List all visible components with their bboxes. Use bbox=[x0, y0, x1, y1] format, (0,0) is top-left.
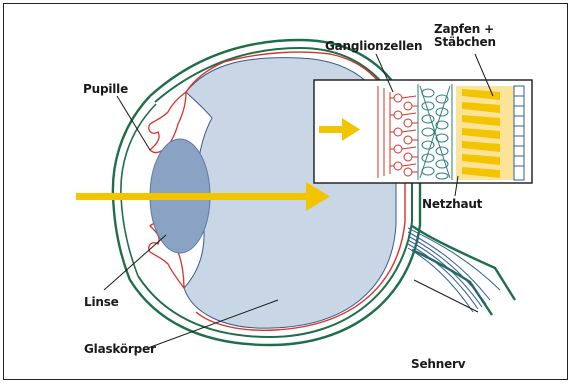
pointer-linse bbox=[104, 235, 166, 290]
label-sehnerv: Sehnerv bbox=[411, 358, 465, 371]
optic-nerve bbox=[408, 226, 515, 315]
label-glaskoerper: Glaskörper bbox=[84, 343, 156, 356]
label-pupille: Pupille bbox=[83, 83, 128, 96]
label-zapfen-line2: Stäbchen bbox=[434, 36, 496, 49]
label-zapfen: Zapfen + Stäbchen bbox=[434, 23, 496, 49]
label-linse: Linse bbox=[84, 296, 119, 309]
cornea bbox=[113, 96, 150, 280]
label-netzhaut: Netzhaut bbox=[422, 198, 482, 211]
photoreceptors bbox=[456, 86, 524, 180]
retina-inset bbox=[314, 80, 532, 183]
label-ganglionzellen: Ganglionzellen bbox=[325, 40, 422, 53]
